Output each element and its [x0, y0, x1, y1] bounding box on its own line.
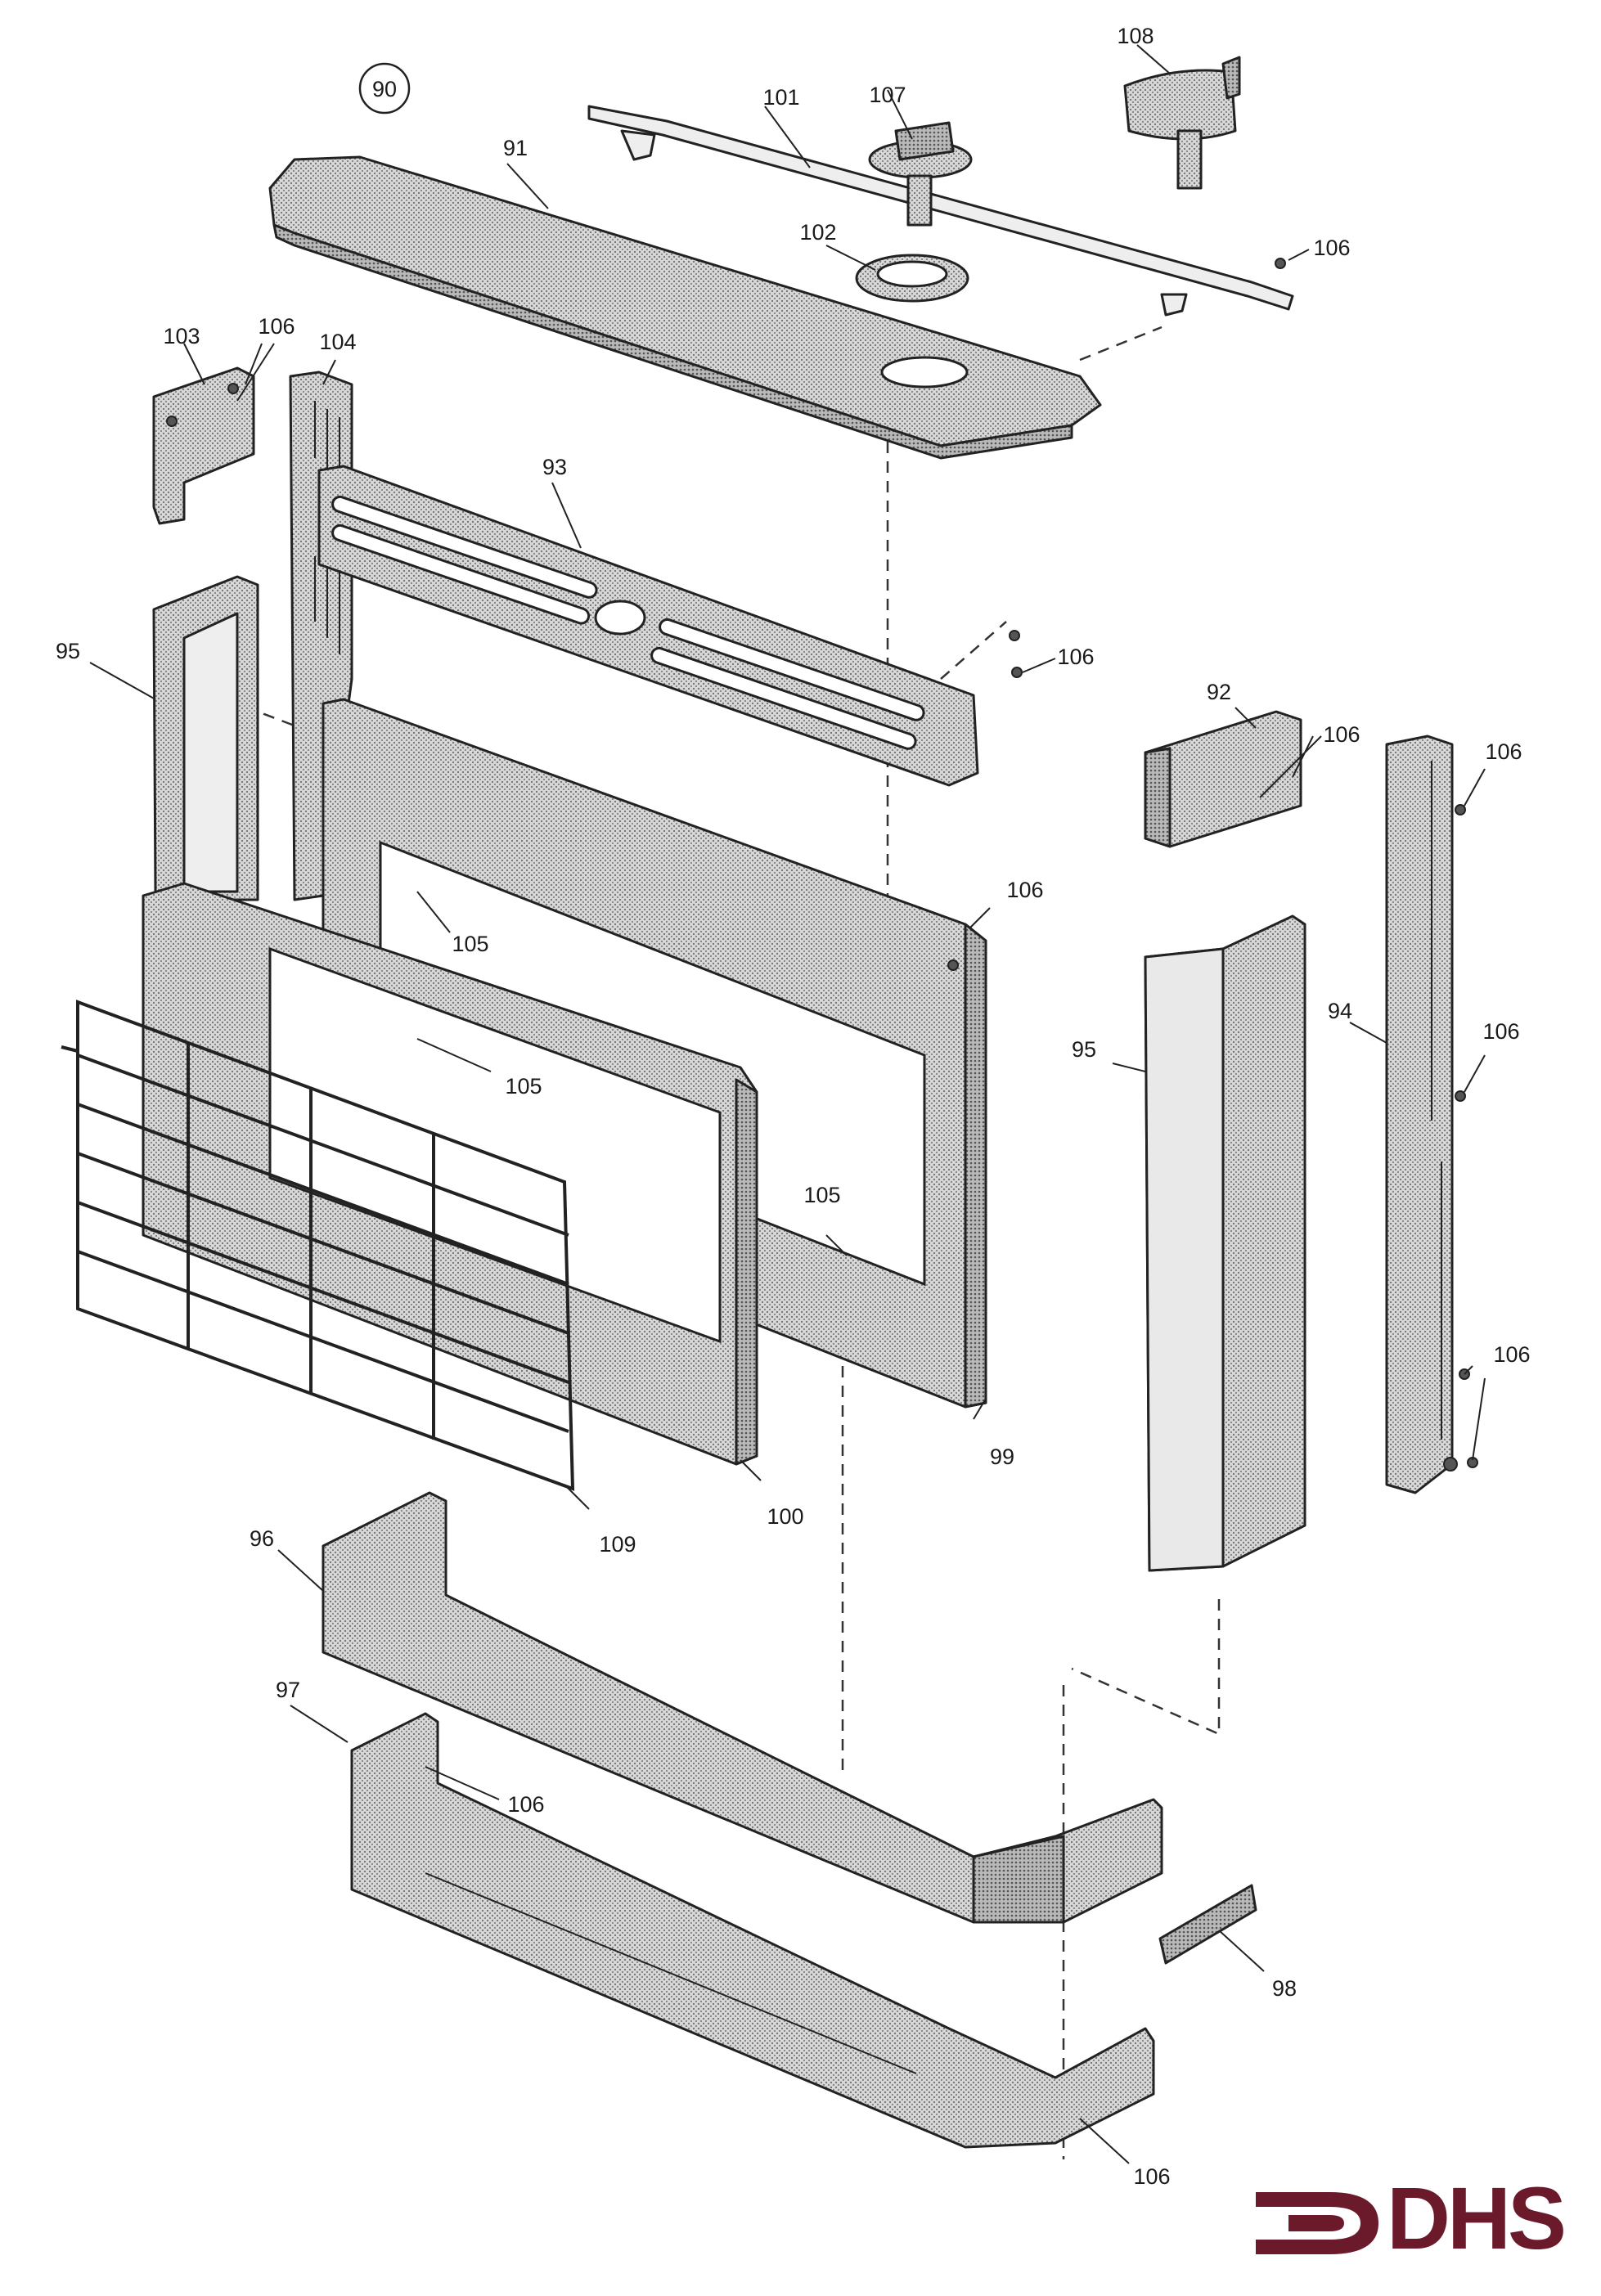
callout-92: 92: [1207, 680, 1231, 704]
part-98-badge: [1158, 1884, 1257, 1965]
part-97-bottom-trim: [350, 1712, 1155, 2149]
part-95-right-channel: [1144, 914, 1306, 1572]
callout-106-h: 106: [1493, 1342, 1530, 1367]
callout-90: 90: [372, 77, 397, 101]
part-108-knob: [1123, 56, 1241, 190]
callout-106-d: 106: [1323, 722, 1360, 747]
callout-97: 97: [276, 1678, 300, 1702]
part-91-top-plate: [268, 155, 1102, 460]
dhs-logo-mark: [1256, 2192, 1378, 2254]
callout-96: 96: [250, 1526, 274, 1551]
callout-109: 109: [599, 1532, 636, 1557]
callout-106-a: 106: [1313, 236, 1350, 260]
part-93-vent-grille: [317, 465, 979, 787]
callout-94: 94: [1328, 999, 1352, 1023]
part-107-knob: [868, 121, 973, 227]
part-101-bracket-rail: [587, 105, 1294, 317]
callout-106-b: 106: [258, 314, 295, 339]
callout-106-j: 106: [1133, 2164, 1170, 2189]
callout-95-right: 95: [1072, 1037, 1096, 1062]
part-109-wire-guard: [61, 1000, 575, 1491]
callout-93: 93: [542, 455, 567, 479]
callout-99: 99: [990, 1445, 1014, 1469]
leader-lines: [89, 44, 1486, 2164]
callout-106-i: 106: [507, 1792, 544, 1817]
part-100-front-frame: [142, 882, 758, 1466]
callout-102: 102: [799, 220, 836, 245]
callout-105-c: 105: [803, 1183, 840, 1207]
part-95-left-channel: [152, 575, 259, 901]
callout-103: 103: [163, 324, 200, 348]
part-103-bracket: [152, 366, 255, 525]
callout-106-c: 106: [1057, 645, 1094, 669]
callout-106-g: 106: [1482, 1019, 1519, 1044]
part-102-grommet: [855, 254, 969, 303]
callout-100: 100: [767, 1504, 803, 1529]
callout-98: 98: [1272, 1976, 1297, 2001]
callout-104: 104: [319, 330, 356, 354]
callout-105-a: 105: [452, 932, 488, 956]
callout-labels: 90 91 92 93 94 95 95 96 97 98 99 100 101…: [56, 24, 1531, 2189]
part-94-slotted-strip: [1385, 735, 1454, 1494]
callout-101: 101: [762, 85, 799, 110]
callout-91: 91: [503, 136, 528, 160]
callout-106-e: 106: [1485, 739, 1522, 764]
callout-106-f: 106: [1006, 878, 1043, 902]
callout-108: 108: [1117, 24, 1154, 48]
callout-105-b: 105: [505, 1074, 542, 1099]
part-96-lower-trim: [322, 1491, 1163, 1924]
dhs-logo-text: DHS: [1387, 2168, 1567, 2267]
callout-95-left: 95: [56, 639, 80, 663]
callout-90-circle: [358, 62, 411, 115]
callout-107: 107: [869, 83, 906, 107]
part-92-bracket: [1144, 710, 1302, 848]
